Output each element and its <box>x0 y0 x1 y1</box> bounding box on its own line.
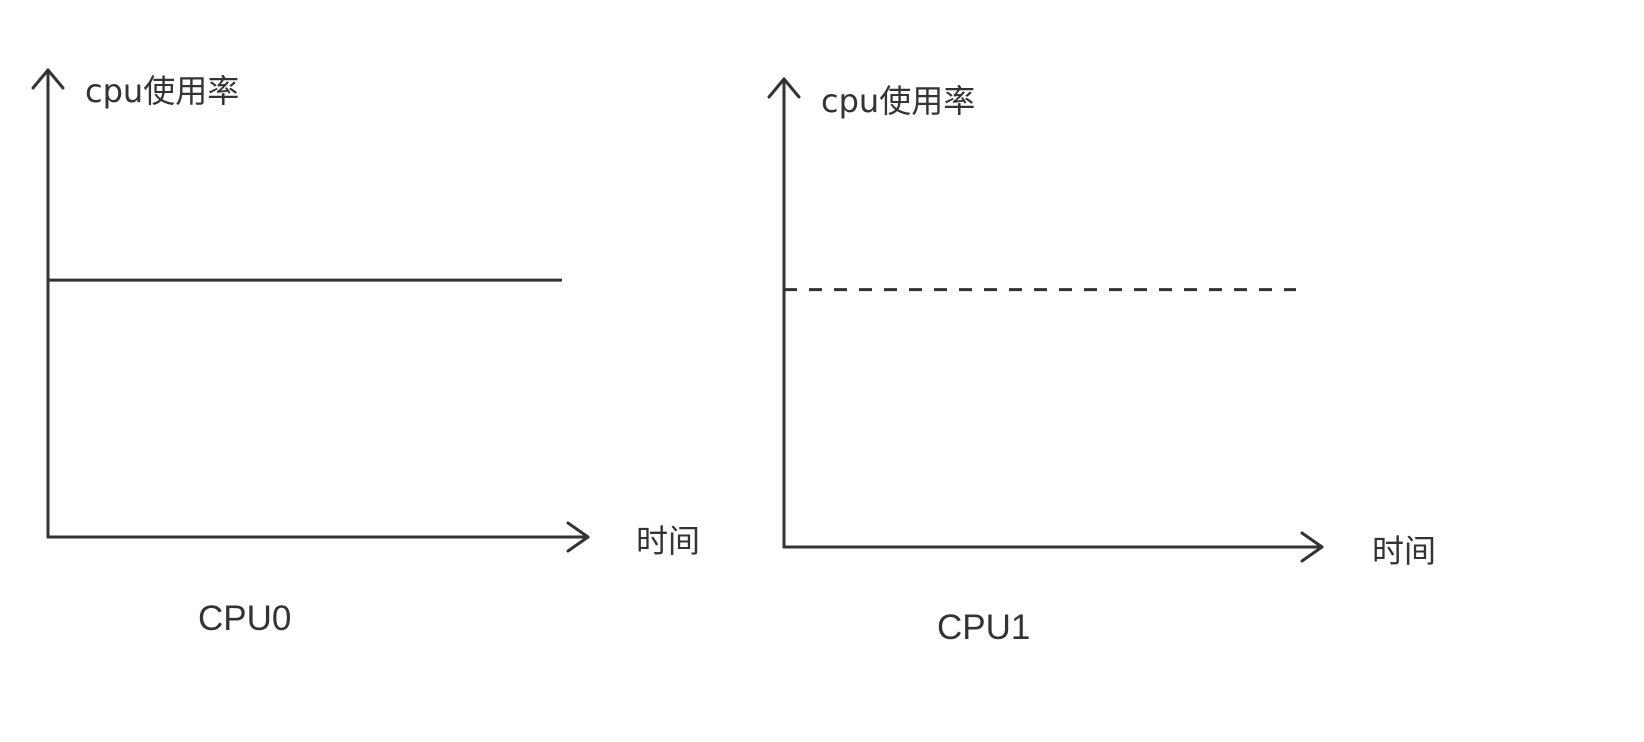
x-axis-arrow-icon <box>1300 531 1324 563</box>
x-axis-arrow-icon <box>566 521 590 553</box>
chart-cpu0: cpu使用率 时间 CPU0 <box>31 68 700 638</box>
chart-title: CPU0 <box>198 599 291 638</box>
y-axis-label: cpu使用率 <box>85 72 239 110</box>
y-axis-arrow-icon <box>767 77 801 99</box>
chart-cpu1: cpu使用率 时间 CPU1 <box>767 77 1436 647</box>
chart-title: CPU1 <box>937 608 1030 647</box>
x-axis-label: 时间 <box>636 522 700 560</box>
y-axis-label: cpu使用率 <box>821 82 975 120</box>
x-axis-label: 时间 <box>1372 532 1436 570</box>
y-axis-arrow-icon <box>31 68 65 90</box>
